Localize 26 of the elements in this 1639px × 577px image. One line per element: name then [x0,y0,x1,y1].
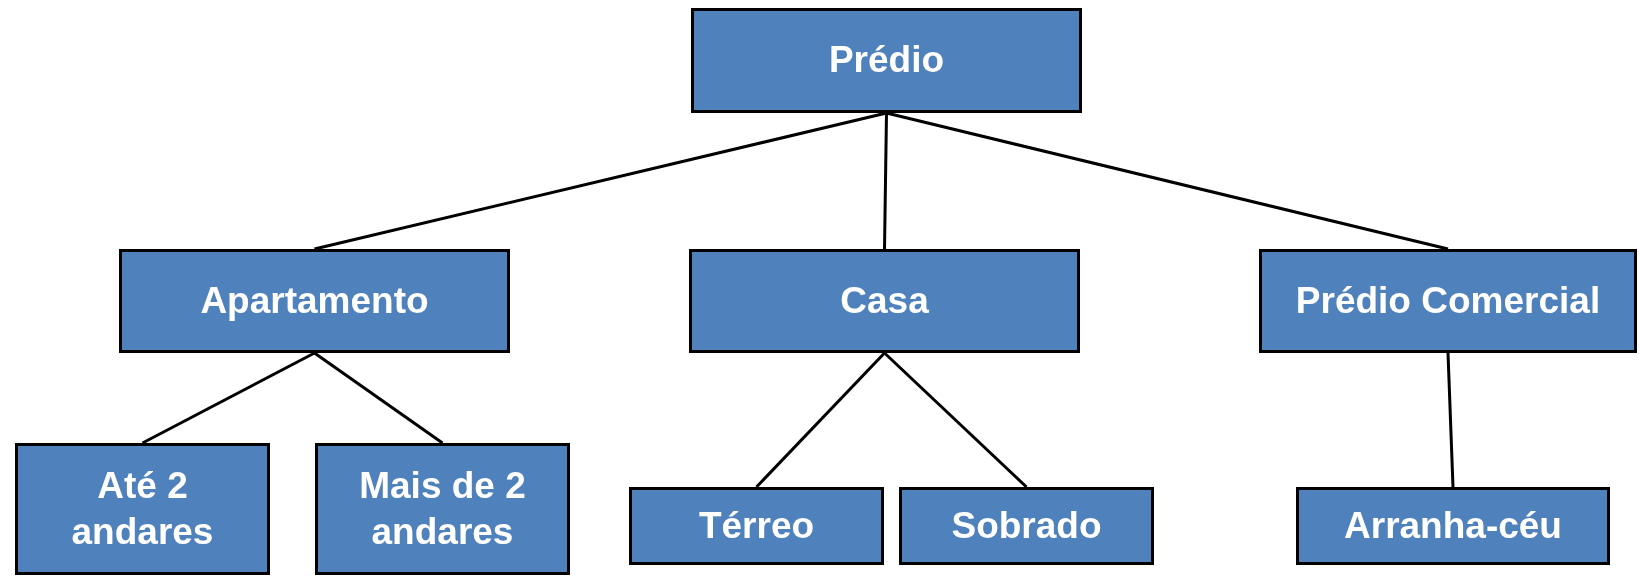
box-label: Prédio Comercial [1295,278,1601,323]
connector-line [313,351,444,445]
category-box [119,249,510,353]
connector-line [883,112,888,250]
connector-line [883,351,1028,489]
category-box [691,8,1082,113]
connector-line [141,351,316,445]
connector-line [755,351,886,489]
box-label: Mais de 2 andares [358,463,527,554]
category-box [899,487,1154,565]
box-label: Apartamento [200,278,429,323]
category-box [315,443,570,575]
box-label: Prédio [828,38,945,83]
category-box [1259,249,1637,353]
box-label: Sobrado [951,503,1102,548]
box-label: Térreo [698,503,815,548]
connector-line [314,111,887,251]
connector-line [886,111,1449,251]
category-box [1296,487,1610,565]
category-box [689,249,1080,353]
box-label: Até 2 andares [70,463,215,554]
box-label: Casa [840,278,929,323]
category-box [15,443,270,575]
connector-line [1446,352,1455,488]
category-box [629,487,884,565]
box-label: Arranha-céu [1344,503,1562,548]
